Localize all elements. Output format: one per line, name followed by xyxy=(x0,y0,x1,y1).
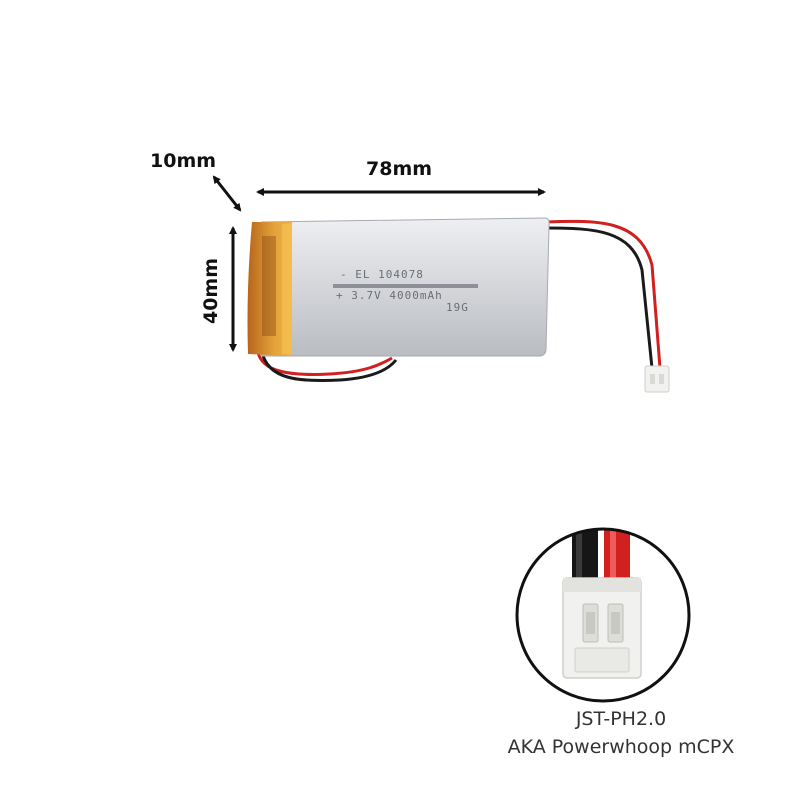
connector-small xyxy=(644,365,670,393)
length-label: 78mm xyxy=(366,158,433,180)
kapton-tape xyxy=(247,222,292,356)
connector-type-label: JST-PH2.0 xyxy=(575,708,667,730)
battery-print-line2: + 3.7V 4000mAh xyxy=(336,289,443,302)
battery-print-line3: 19G xyxy=(446,301,469,314)
connector-aka-label: AKA Powerwhoop mCPX xyxy=(507,736,735,758)
wire-red-right xyxy=(544,219,662,369)
wire-black-right xyxy=(544,226,654,369)
wire-black-bottom xyxy=(260,351,398,383)
thickness-arrow xyxy=(212,175,242,212)
thickness-label: 10mm xyxy=(150,150,217,172)
print-barcode xyxy=(333,284,478,288)
battery-print-line1: - EL 104078 xyxy=(340,268,424,281)
